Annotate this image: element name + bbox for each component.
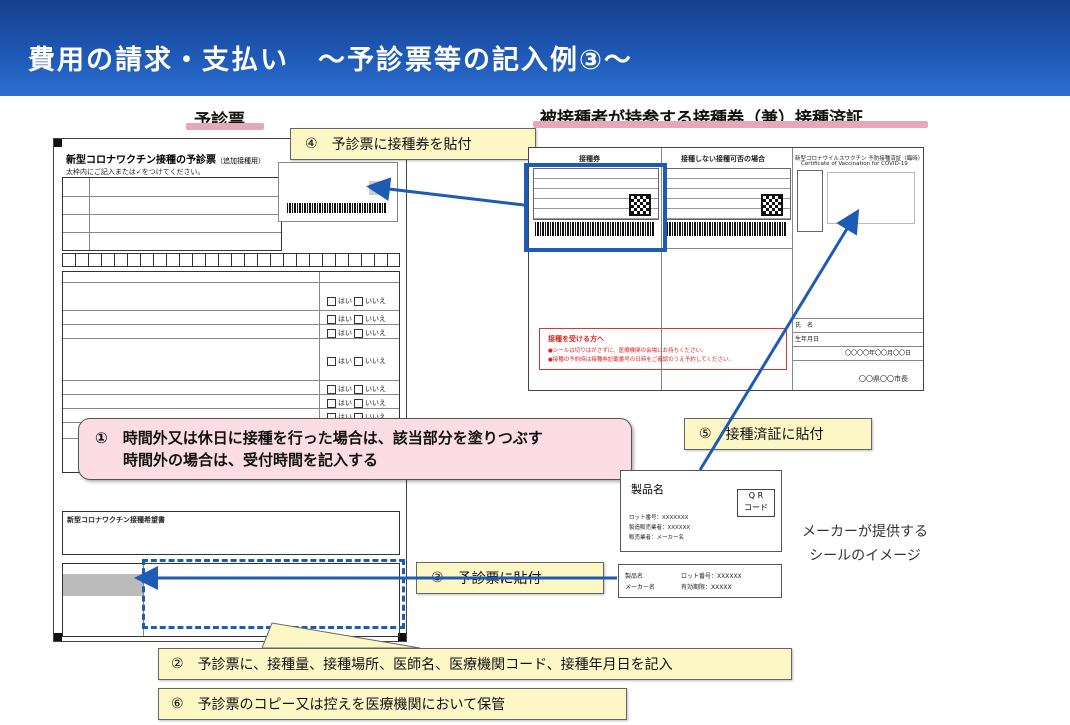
form-note: 太枠内にご記入または✓をつけてください。: [66, 168, 205, 176]
corner-mark: [54, 139, 62, 147]
digit-boxes: [62, 253, 400, 267]
voucher-col3-sub: Certificate of Vaccination for COVID-19: [801, 161, 908, 167]
corner-mark: [398, 633, 406, 641]
right-heading-underline: [533, 121, 928, 128]
voucher-col2-title: 接種しない接種可否の場合: [681, 155, 765, 163]
notice-box: 接種を受ける方へ ●シールは切りはがさずに、医療機関の会場にお持ちください。 ●…: [539, 328, 787, 370]
cert-row-dob: 生年月日: [795, 336, 820, 343]
voucher-col3-title: 新型コロナウイルスワクチン 予防接種済証（臨時）: [795, 156, 924, 162]
form-paper: 新型コロナワクチン接種の予診票（追加接種用） 太枠内にご記入または✓をつけてくだ…: [53, 138, 407, 642]
voucher-col1-title: 接種券: [579, 155, 600, 163]
left-heading-underline: [186, 123, 264, 130]
cert-date-value: 〇〇〇〇年〇〇月〇〇日: [845, 350, 912, 357]
header-banner: 費用の請求・支払い ～予診票等の記入例③～: [0, 0, 1070, 96]
voucher-highlight: [524, 163, 667, 252]
doctor-section: [62, 563, 400, 637]
arrow-seal-to-cert: [698, 208, 860, 471]
seal-caption: メーカーが提供する シールのイメージ: [802, 524, 928, 564]
qr-code-box: Q R コード: [737, 489, 775, 517]
cert-row-name: 氏 名: [795, 322, 814, 329]
vaccine-section: 新型コロナワクチン接種希望書: [62, 511, 400, 555]
voucher-footer: 〇〇県〇〇市長: [859, 375, 908, 383]
callout-1: ① 時間外又は休日に接種を行った場合は、該当部分を塗りつぶす 時間外の場合は、受…: [78, 418, 632, 480]
callout-2-pointer: [261, 622, 421, 649]
form-title: 新型コロナワクチン接種の予診票（追加接種用）: [66, 155, 265, 166]
small-seal: 製品名 メーカー名 ロット番号：XXXXXX 有効期限：XXXXX: [618, 564, 782, 598]
corner-mark: [54, 633, 62, 641]
page-title: 費用の請求・支払い ～予診票等の記入例③～: [28, 45, 633, 76]
arrow-voucher-to-form: [366, 177, 525, 207]
seal-image: 製品名 Q R コード ロット番号：XXXXXXX 製造販売業者：XXXXXX …: [620, 470, 782, 552]
